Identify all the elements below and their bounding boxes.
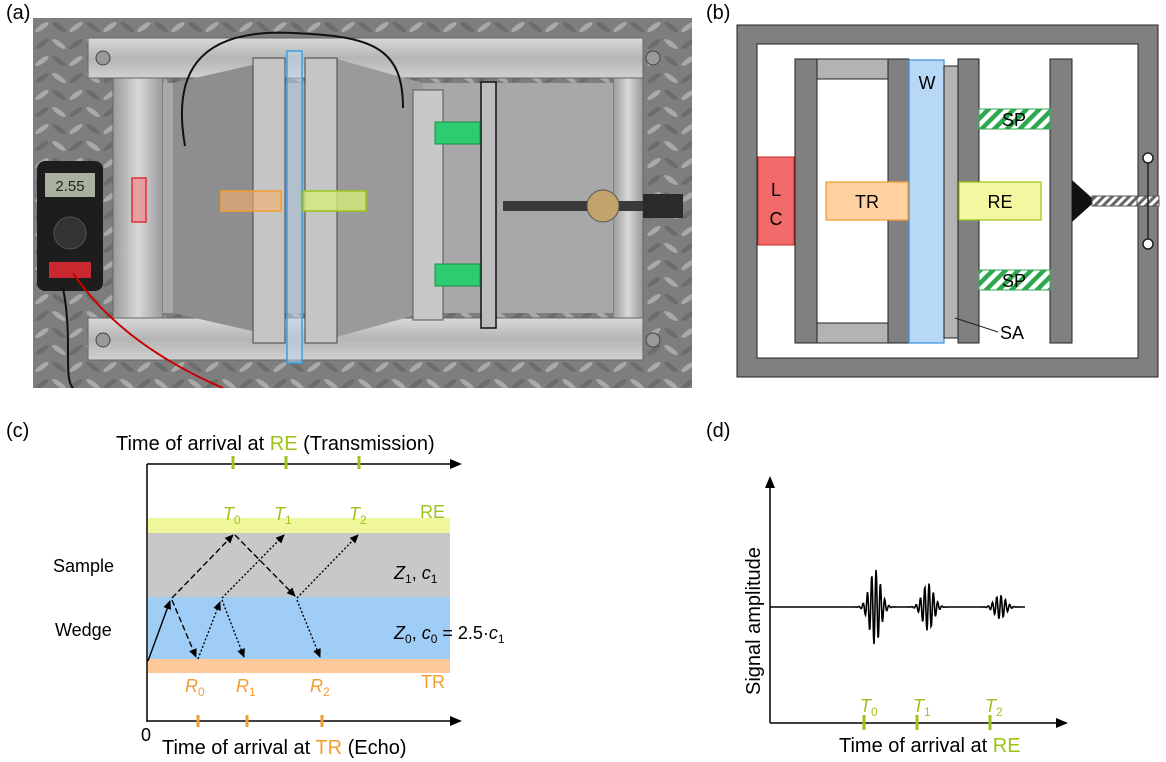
re-layer xyxy=(148,518,450,533)
bottom-axis-title: Time of arrival at TR (Echo) xyxy=(162,737,407,759)
load-cell xyxy=(757,156,795,246)
re-layer-label: RE xyxy=(420,502,445,522)
t0-label: T0 xyxy=(223,504,241,527)
signal-t1-label: T1 xyxy=(913,696,931,719)
tr-layer-label: TR xyxy=(421,672,445,692)
top-axis-title: Time of arrival at RE (Transmission) xyxy=(116,433,435,455)
handle-knob-top[interactable] xyxy=(1142,152,1154,164)
sample-label: Sample xyxy=(53,556,114,576)
sa-label: SA xyxy=(1000,323,1024,343)
handle-knob-bottom[interactable] xyxy=(1142,238,1154,250)
receiver xyxy=(958,181,1042,221)
r0-label: R0 xyxy=(185,676,205,699)
lc-label-l: L xyxy=(771,180,781,200)
wedge-layer xyxy=(148,597,450,659)
tr-layer xyxy=(148,659,450,673)
spring-bottom xyxy=(978,269,1051,291)
tr-label: TR xyxy=(855,192,879,212)
setup-photo: 2.55 xyxy=(33,18,692,388)
sp-bottom-label: SP xyxy=(1002,271,1026,291)
t2-label: T2 xyxy=(349,504,367,527)
origin-label: 0 xyxy=(141,725,151,745)
sp-top-label: SP xyxy=(1002,110,1026,130)
signal-ylabel: Signal amplitude xyxy=(743,547,765,695)
wedge-props: Z0, c0 = 2.5·c1 xyxy=(393,623,505,646)
panel-label-b: (b) xyxy=(706,2,731,24)
re-label: RE xyxy=(987,192,1012,212)
multimeter-display: 2.55 xyxy=(55,178,84,195)
wedge-label: W xyxy=(919,73,936,93)
signal-t2-label: T2 xyxy=(985,696,1003,719)
screw-nut xyxy=(1072,180,1092,222)
panel-label-d: (d) xyxy=(706,420,731,442)
t1-label: T1 xyxy=(274,504,292,527)
r2-label: R2 xyxy=(310,676,330,699)
signal-trace xyxy=(770,569,1025,645)
transmitter xyxy=(825,181,909,221)
spring-top xyxy=(978,108,1051,130)
lc-label-c: C xyxy=(770,209,783,229)
r1-label: R1 xyxy=(236,676,256,699)
wedge-label-c: Wedge xyxy=(55,620,112,640)
panel-label-c: (c) xyxy=(6,420,30,442)
panel-label-a: (a) xyxy=(6,2,31,24)
sample-layer xyxy=(148,533,450,597)
wedge-block xyxy=(908,59,945,344)
sample-props: Z1, c1 xyxy=(393,563,438,586)
ray-paths xyxy=(147,534,359,662)
signal-xlabel: Time of arrival at RE xyxy=(839,735,1021,757)
signal-t0-label: T0 xyxy=(860,696,878,719)
